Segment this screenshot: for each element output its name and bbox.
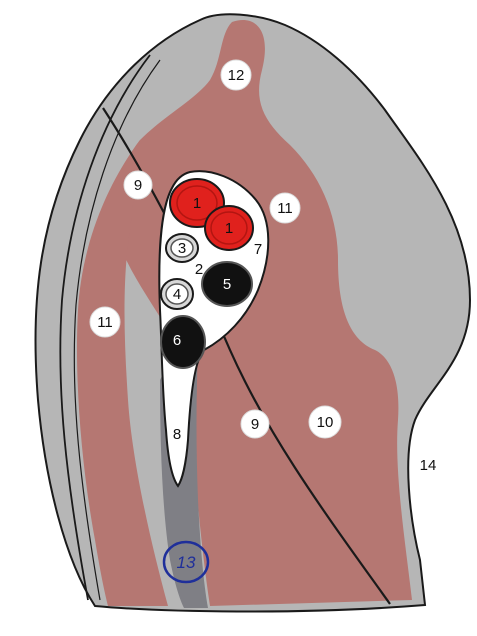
label-11a: 11 [277, 200, 293, 217]
label-11b: 11 [97, 314, 113, 331]
label-2: 2 [195, 261, 203, 278]
label-13: 13 [177, 553, 196, 572]
label-9a: 9 [134, 177, 142, 194]
label-4: 4 [173, 286, 181, 303]
vein-6 [161, 316, 205, 368]
label-1a: 1 [193, 195, 201, 212]
label-7: 7 [254, 241, 262, 258]
label-1b: 1 [225, 220, 233, 237]
label-5: 5 [223, 276, 231, 293]
label-14: 14 [420, 457, 437, 474]
label-10: 10 [317, 414, 334, 431]
label-12: 12 [228, 67, 245, 84]
label-6: 6 [173, 332, 181, 349]
label-3: 3 [178, 240, 186, 257]
label-8: 8 [173, 426, 181, 443]
label-9b: 9 [251, 416, 259, 433]
